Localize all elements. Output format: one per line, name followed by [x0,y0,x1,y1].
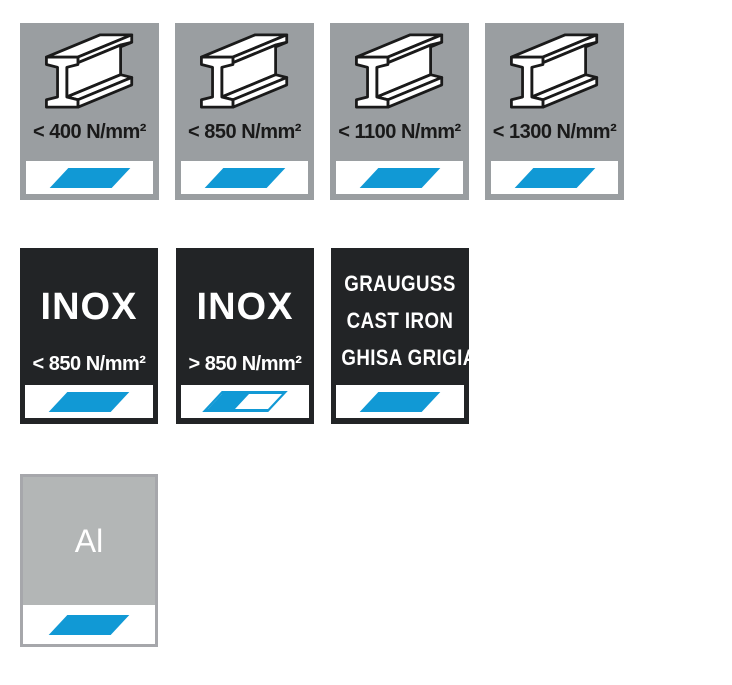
cutting-disc-icon [514,167,595,188]
badge-inox-gt850: INOX > 850 N/mm² [176,248,314,424]
strength-label: > 850 N/mm² [188,353,302,375]
marker-strip [23,605,155,644]
marker-strip [181,161,308,194]
aluminum-symbol: Al [74,522,104,559]
cutting-disc-icon [48,391,130,412]
strength-label: < 1300 N/mm² [492,121,617,143]
marker-strip [181,385,309,418]
marker-strip [26,161,153,194]
strength-label: < 400 N/mm² [33,121,146,143]
cutting-disc-icon [48,614,130,635]
cutting-disc-icon [204,167,285,188]
badge-inox-lt850: INOX < 850 N/mm² [20,248,158,424]
badge-steel-lt850: < 850 N/mm² [175,23,314,200]
badge-aluminum: Al [20,474,158,647]
i-beam-icon [504,29,606,113]
cutting-disc-half-icon [202,391,288,412]
strength-label: < 850 N/mm² [188,121,301,143]
inox-title: INOX [196,286,294,328]
marker-strip [491,161,618,194]
aluminum-box: Al [23,477,155,605]
cast-iron-label-de: GRAUGUSS [344,271,456,296]
cutting-disc-icon [359,391,441,412]
badge-steel-lt1300: < 1300 N/mm² [485,23,624,200]
i-beam-icon [349,29,451,113]
i-beam-icon [39,29,141,113]
badge-steel-lt1100: < 1100 N/mm² [330,23,469,200]
cast-iron-labels: GRAUGUSS CAST IRON GHISA GRIGIA [331,265,469,376]
marker-strip [336,385,464,418]
cast-iron-label-en: CAST IRON [346,308,454,333]
marker-strip [336,161,463,194]
cast-iron-label-it: GHISA GRIGIA [341,345,469,370]
cutting-disc-icon [359,167,440,188]
strength-label: < 1100 N/mm² [338,121,461,143]
strength-label: < 850 N/mm² [32,353,146,375]
cutting-disc-half-fill [208,394,249,409]
i-beam-icon [194,29,296,113]
marker-strip [25,385,153,418]
inox-title: INOX [40,286,138,328]
badge-steel-lt400: < 400 N/mm² [20,23,159,200]
badge-cast-iron: GRAUGUSS CAST IRON GHISA GRIGIA [331,248,469,424]
cutting-disc-icon [49,167,130,188]
